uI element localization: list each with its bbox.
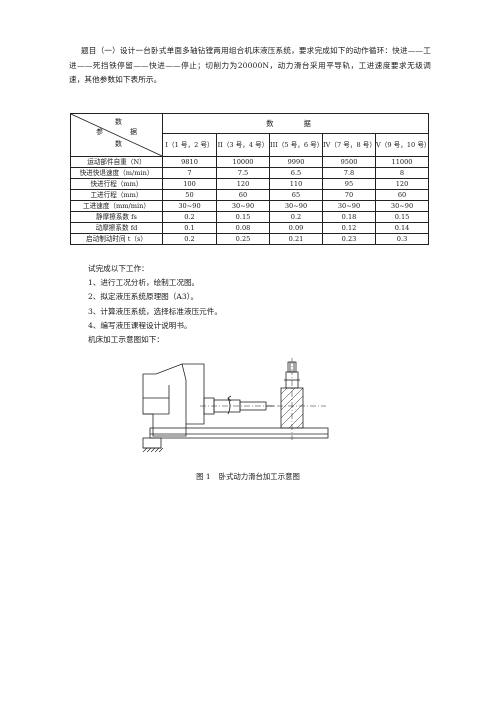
power-head-body <box>142 363 205 437</box>
table-header-row: 数 据 参 数 数 据 <box>70 113 430 157</box>
table-cell: 0.15 <box>374 211 430 223</box>
column-header: III（5 号，6 号） <box>269 133 323 157</box>
row-label: 启动制动时间 t（s） <box>70 233 163 245</box>
corner-label-right: 据 <box>130 128 137 136</box>
figure-title: 卧式动力滑台加工示意图 <box>218 472 300 481</box>
table-cell: 0.2 <box>162 233 217 245</box>
table-cell: 30~90 <box>374 200 430 212</box>
row-label: 工进速度（mm/min） <box>70 200 163 212</box>
row-label: 动摩擦系数 fd <box>70 222 163 234</box>
table-cell: 0.2 <box>162 211 217 223</box>
figure-caption: 图 1 卧式动力滑台加工示意图 <box>0 471 496 482</box>
parameter-table: 数 据 参 数 数 据 I（1 号，2 号） II（3 号，4 号） III（5… <box>70 113 430 245</box>
table-cell: 9990 <box>269 156 323 168</box>
table-cell: 120 <box>216 178 270 190</box>
table-cell: 65 <box>269 189 323 201</box>
row-label: 快进快退速度（m/min） <box>70 167 163 179</box>
table-cell: 9810 <box>162 156 217 168</box>
corner-label-bottom: 数 <box>115 140 122 148</box>
table-cell: 0.3 <box>374 233 430 245</box>
table-cell: 70 <box>322 189 376 201</box>
task-list: 试完成以下工作： 1、进行工况分析，绘制工况图。 2、拟定液压系统原理图（A3）… <box>88 262 428 347</box>
table-cell: 120 <box>374 178 430 190</box>
table-cell: 0.23 <box>322 233 376 245</box>
problem-statement: 题目（一）设计一台卧式单面多轴钻镗两用组合机床液压系统，要求完成如下的动作循环：… <box>69 46 431 85</box>
table-cell: 0.09 <box>269 222 323 234</box>
table-row: 快进快退速度（m/min） 7 7.5 6.5 7.8 8 <box>70 167 430 179</box>
table-cell: 8 <box>374 167 430 179</box>
table-cell: 95 <box>322 178 376 190</box>
table-row: 工进行程（mm） 50 60 65 70 60 <box>70 189 430 201</box>
table-cell: 60 <box>216 189 270 201</box>
table-cell: 10000 <box>216 156 270 168</box>
table-row: 动摩擦系数 fd 0.1 0.08 0.09 0.12 0.14 <box>70 222 430 234</box>
table-cell: 30~90 <box>322 200 376 212</box>
task-item: 4、编写液压课程设计说明书。 <box>88 320 192 330</box>
machining-diagram <box>142 358 329 453</box>
table-cell: 50 <box>162 189 217 201</box>
table-cell: 0.12 <box>322 222 376 234</box>
column-header: I（1 号，2 号） <box>162 133 217 157</box>
table-cell: 30~90 <box>216 200 270 212</box>
task-item: 3、计算液压系统，选择标准液压元件。 <box>88 306 222 316</box>
task-item: 2、拟定液压系统原理图（A3）。 <box>88 292 199 302</box>
row-label: 快进行程（mm） <box>70 178 163 190</box>
column-header: II（3 号，4 号） <box>216 133 270 157</box>
table-cell: 100 <box>162 178 217 190</box>
column-header: V（9 号，10 号） <box>374 133 430 157</box>
table-cell: 6.5 <box>269 167 323 179</box>
corner-label-top: 数 <box>115 118 122 126</box>
table-cell: 0.21 <box>269 233 323 245</box>
table-cell: 9500 <box>322 156 376 168</box>
table-cell: 0.1 <box>162 222 217 234</box>
worktable <box>142 427 329 449</box>
diagonal-line <box>71 114 162 156</box>
table-cell: 7 <box>162 167 217 179</box>
table-cell: 0.18 <box>322 211 376 223</box>
spindle <box>203 395 274 415</box>
row-label: 静摩擦系数 fs <box>70 211 163 223</box>
table-cell: 0.08 <box>216 222 270 234</box>
table-cell: 7.8 <box>322 167 376 179</box>
figure-intro: 机床加工示意图如下： <box>88 335 164 345</box>
table-cell: 0.14 <box>374 222 430 234</box>
table-row: 启动制动时间 t（s） 0.2 0.25 0.21 0.23 0.3 <box>70 233 430 245</box>
table-row: 静摩擦系数 fs 0.2 0.15 0.2 0.18 0.15 <box>70 211 430 223</box>
table-cell: 30~90 <box>269 200 323 212</box>
row-label: 工进行程（mm） <box>70 189 163 201</box>
table-row: 运动部件自重（N） 9810 10000 9990 9500 11000 <box>70 156 430 168</box>
base-hatching <box>142 447 164 453</box>
table-row: 工进速度（mm/min） 30~90 30~90 30~90 30~90 30~… <box>70 200 430 212</box>
table-cell: 0.2 <box>269 211 323 223</box>
row-label: 运动部件自重（N） <box>70 156 163 168</box>
figure-number: 图 1 <box>196 472 211 481</box>
center-lines <box>200 358 326 440</box>
task-intro: 试完成以下工作： <box>88 264 149 273</box>
table-cell: 0.25 <box>216 233 270 245</box>
table-cell: 30~90 <box>162 200 217 212</box>
task-item: 1、进行工况分析，绘制工况图。 <box>88 278 200 288</box>
table-cell: 110 <box>269 178 323 190</box>
corner-label-left: 参 <box>96 128 103 136</box>
column-header: IV（7 号，8 号） <box>322 133 376 157</box>
table-cell: 60 <box>374 189 430 201</box>
table-row: 快进行程（mm） 100 120 110 95 120 <box>70 178 430 190</box>
table-cell: 11000 <box>374 156 430 168</box>
data-header: 数 据 <box>161 113 430 134</box>
table-cell: 0.15 <box>216 211 270 223</box>
table-cell: 7.5 <box>216 167 270 179</box>
diagonal-header-cell: 数 据 参 数 <box>70 113 163 157</box>
